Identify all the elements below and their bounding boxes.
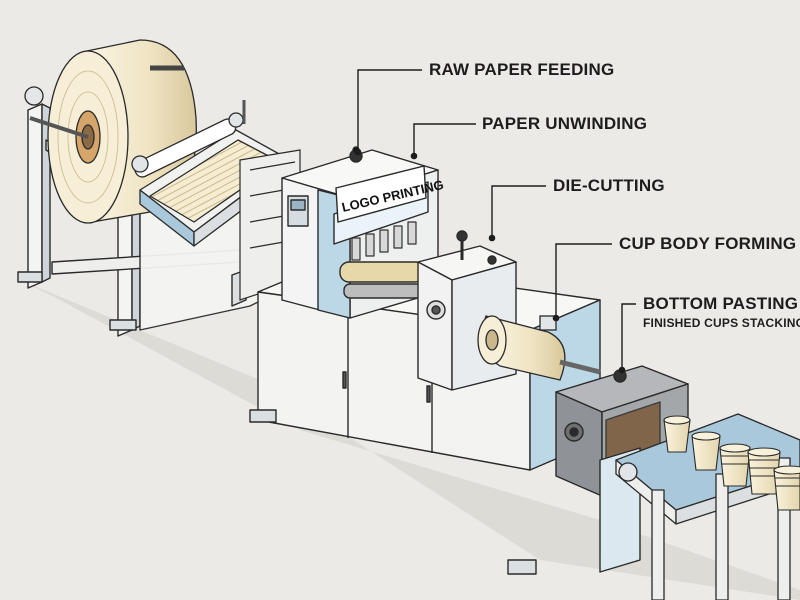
label-paper-unwinding: PAPER UNWINDING	[482, 114, 648, 133]
label-cup-body-forming: CUP BODY FORMING	[619, 234, 797, 253]
leader-paper-unwinding	[413, 123, 476, 156]
leader-bottom-pasting	[621, 303, 636, 370]
label-finished-cups-stacking: FINISHED CUPS STACKING	[643, 316, 800, 330]
paper-cups	[663, 415, 800, 511]
label-bottom-pasting: BOTTOM PASTING	[643, 294, 799, 313]
leader-cup-body-forming	[555, 243, 612, 318]
leader-raw-paper-feeding	[357, 69, 422, 152]
label-raw-paper-feeding: RAW PAPER FEEDING	[429, 60, 615, 79]
cup-2	[691, 431, 721, 471]
callout-lines	[354, 69, 636, 374]
leader-die-cutting	[491, 185, 546, 238]
cup-5	[773, 465, 800, 511]
cup-1	[663, 415, 691, 453]
cup-3	[719, 443, 751, 487]
cup-forming-mandrel	[477, 315, 601, 381]
label-die-cutting: DIE-CUTTING	[553, 176, 665, 195]
